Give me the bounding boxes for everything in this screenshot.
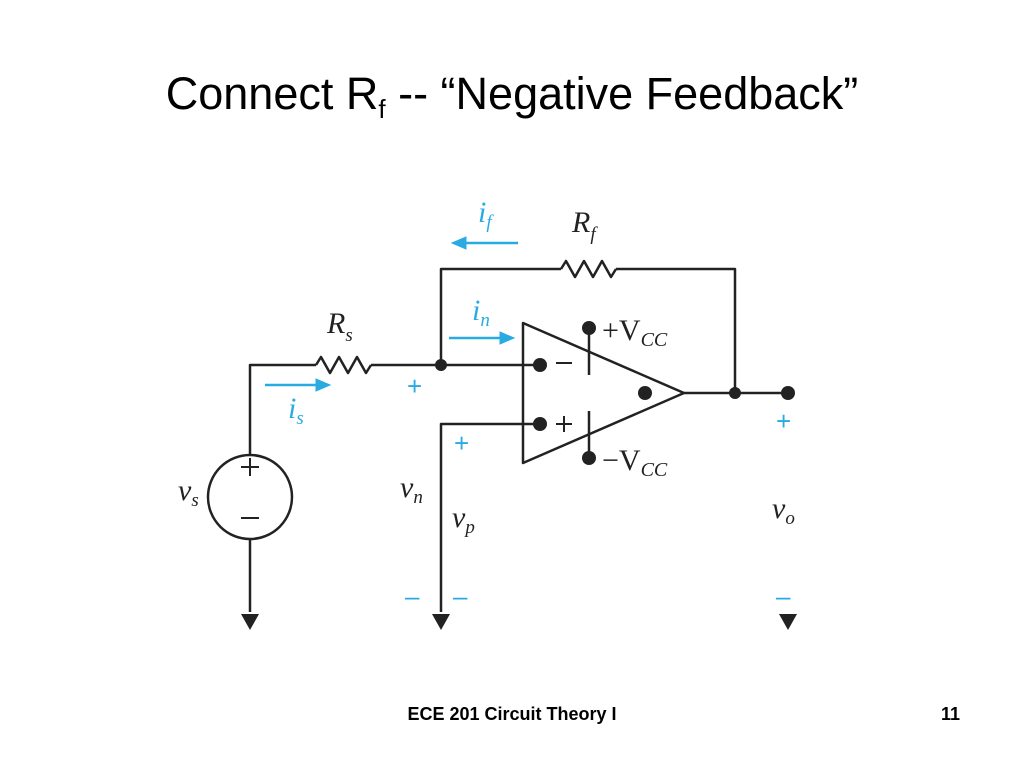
op-amp-triangle: [521, 321, 686, 465]
circuit-wires: [206, 259, 788, 612]
node-opamp-output: [638, 386, 652, 400]
polarity-plus-vn: +: [407, 371, 422, 401]
polarity-marks: + + + – – –: [405, 371, 791, 611]
polarity-minus-vo: –: [776, 581, 791, 611]
polarity-minus-vn: –: [405, 581, 420, 611]
label-rs: Rs: [326, 307, 353, 346]
wire-noninverting: [439, 422, 540, 612]
slide-title: Connect Rf -- “Negative Feedback”: [0, 68, 1024, 125]
resistor-rf: [559, 259, 618, 279]
node-output-junction: [729, 387, 741, 399]
label-vn: vn: [400, 471, 423, 508]
current-arrows: [265, 236, 518, 392]
current-labels: if in is: [288, 196, 494, 429]
label-vcc-negative: −VCC: [602, 444, 668, 481]
wire-feedback-left: [439, 267, 561, 365]
node-vcc-positive: [582, 321, 596, 335]
title-subscript: f: [378, 94, 386, 124]
title-prefix: Connect R: [165, 68, 379, 119]
node-inverting-junction: [435, 359, 447, 371]
ground-arrow-noninverting: [432, 614, 450, 630]
label-vp: vp: [452, 501, 475, 538]
label-vo: vo: [772, 492, 795, 529]
label-is: is: [288, 392, 304, 429]
title-suffix: -- “Negative Feedback”: [385, 68, 859, 119]
current-arrow-in-head: [499, 331, 516, 345]
polarity-plus-vo: +: [776, 406, 791, 436]
noninverting-plus-sign: [556, 416, 572, 432]
label-rf: Rf: [571, 206, 598, 245]
node-output-terminal: [781, 386, 795, 400]
wire-source-top: [248, 363, 316, 455]
ground-arrow-source: [241, 614, 259, 630]
footer-course-title: ECE 201 Circuit Theory I: [407, 704, 617, 724]
current-arrow-if-head: [450, 236, 467, 250]
node-noninverting-input: [533, 417, 547, 431]
current-arrow-is-head: [315, 378, 332, 392]
polarity-plus-vp: +: [454, 428, 469, 458]
voltage-source-vs: [206, 453, 294, 541]
footer-page-number: 11: [940, 704, 960, 724]
polarity-minus-vp: –: [453, 581, 468, 611]
label-vs: vs: [178, 474, 199, 511]
node-inverting-input: [533, 358, 547, 372]
label-in: in: [472, 294, 490, 331]
ground-arrow-output: [779, 614, 797, 630]
ground-arrows: [241, 614, 797, 630]
wire-feedback-right: [616, 267, 737, 393]
circuit-nodes: [435, 321, 795, 465]
source-plus-sign: [241, 458, 259, 476]
label-vcc-positive: +VCC: [602, 314, 668, 351]
supply-labels: +VCC −VCC: [602, 314, 668, 481]
node-vcc-negative: [582, 451, 596, 465]
component-labels: Rf Rs vs vn vp vo: [178, 206, 795, 538]
label-if: if: [478, 196, 494, 233]
resistor-rs: [314, 355, 373, 375]
